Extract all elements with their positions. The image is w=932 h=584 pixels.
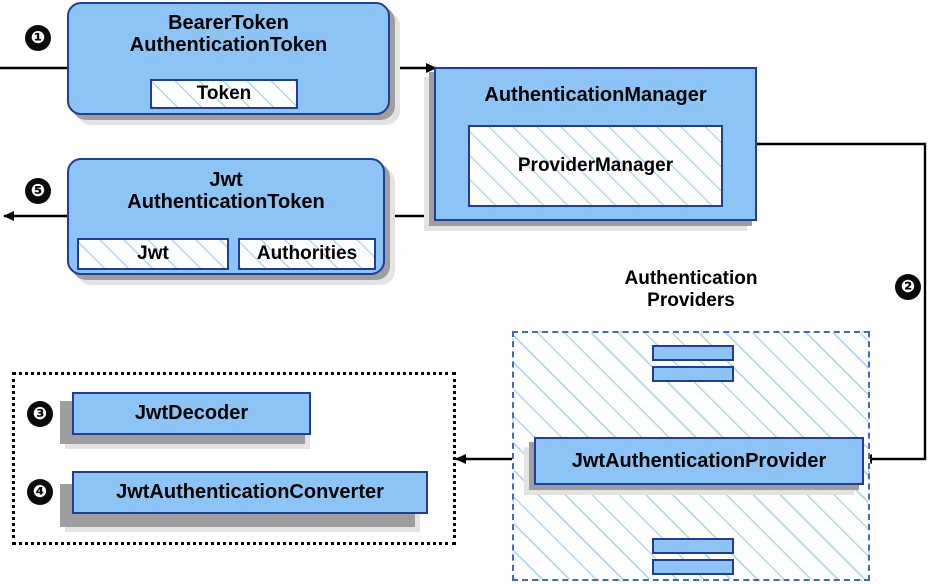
provider-stack-bar-bottom-1 <box>652 538 734 554</box>
provider-manager-label: ProviderManager <box>517 155 674 176</box>
jwt-token-inner-jwt[interactable]: Jwt <box>77 238 229 270</box>
jwt-token-inner-jwt-label: Jwt <box>137 243 169 264</box>
bearer-token-inner-token-label: Token <box>196 83 252 104</box>
jwt-token-inner-authorities-label: Authorities <box>256 243 358 264</box>
step-badge-2: ❷ <box>895 274 921 300</box>
step-badge-1: ❶ <box>25 25 51 51</box>
node-jwt-authentication-provider[interactable]: JwtAuthenticationProvider <box>534 437 864 485</box>
provider-stack-bar-top-1 <box>652 345 734 361</box>
jwt-token-inner-authorities[interactable]: Authorities <box>238 238 376 270</box>
connector-manager-to-provider <box>757 142 927 464</box>
authentication-providers-caption-line1: Authentication <box>624 268 758 289</box>
step-badge-3: ❸ <box>27 401 53 427</box>
bearer-token-title-line2: AuthenticationToken <box>129 34 328 57</box>
step-badge-4: ❹ <box>27 479 53 505</box>
auth-manager-inner-provider-manager[interactable]: ProviderManager <box>468 125 723 207</box>
bearer-token-inner-token[interactable]: Token <box>150 79 298 109</box>
step-badge-5: ❺ <box>25 178 51 204</box>
jwt-auth-converter-title: JwtAuthenticationConverter <box>116 481 384 503</box>
jwt-token-title: Jwt AuthenticationToken <box>127 169 324 214</box>
bearer-token-title: BearerToken AuthenticationToken <box>130 12 327 57</box>
node-jwt-decoder[interactable]: JwtDecoder <box>72 392 311 435</box>
authentication-providers-caption: Authentication Providers <box>551 268 831 312</box>
jwt-token-title-line1: Jwt <box>209 169 243 191</box>
jwt-token-title-line2: AuthenticationToken <box>127 191 325 214</box>
jwt-support-components-region <box>12 372 456 545</box>
bearer-token-title-line1: BearerToken <box>168 12 289 34</box>
jwt-decoder-title: JwtDecoder <box>134 402 249 424</box>
jwt-auth-provider-title: JwtAuthenticationProvider <box>571 449 827 472</box>
auth-manager-title: AuthenticationManager <box>484 84 707 106</box>
provider-stack-bar-top-2 <box>652 366 734 382</box>
node-jwt-authentication-converter[interactable]: JwtAuthenticationConverter <box>72 471 428 514</box>
provider-stack-bar-bottom-2 <box>652 559 734 575</box>
authentication-providers-caption-line2: Providers <box>647 289 735 311</box>
